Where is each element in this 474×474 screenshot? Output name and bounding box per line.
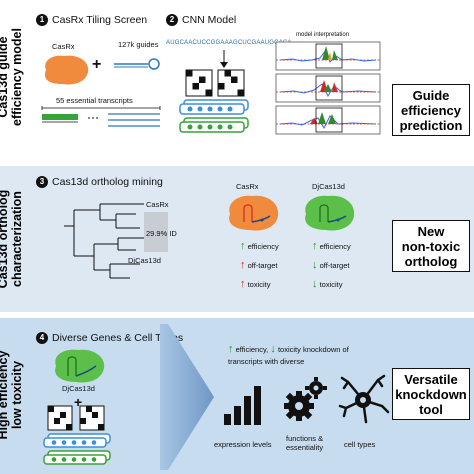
panel2-output-box: New non-toxic ortholog — [392, 220, 470, 272]
dj-offtarget: ↓ off-target — [312, 259, 349, 271]
guides-label: 127k guides — [118, 40, 159, 49]
dj-efficiency: ↑ efficiency — [312, 240, 351, 252]
panel1-output-line3: prediction — [399, 117, 463, 133]
panel1-side-label-line2: efficiency model — [10, 28, 24, 126]
model-interpretation-label: model interpretation — [296, 32, 350, 38]
functions-label-line1: functions & — [286, 434, 324, 443]
casrx-label-panel1: CasRx — [52, 42, 75, 51]
djcas13d-ortholog-icon — [305, 195, 355, 231]
model-interpretation-plots — [275, 41, 381, 135]
arrow-up-icon: ↑ — [312, 240, 318, 252]
casrx-toxicity: ↑ toxicity — [240, 278, 271, 290]
panel2-output-line3: ortholog — [404, 253, 458, 269]
step1-label: CasRx Tiling Screen — [52, 14, 148, 26]
knockdown-text-line1: ↑ efficiency, ↓ toxicity knockdown of — [228, 343, 349, 355]
tree-casrx-label: CasRx — [146, 200, 169, 209]
djcas13d-label-panel3: DjCas13d — [62, 384, 95, 393]
step4-label: Diverse Genes & Cell Types — [52, 332, 184, 344]
panel3-output-line3: tool — [419, 401, 443, 417]
dj-efficiency-label: efficiency — [319, 242, 351, 251]
knockdown-toxicity: toxicity knockdown of — [277, 345, 349, 354]
step1-title: 1 CasRx Tiling Screen — [36, 14, 148, 27]
arrow-down-icon: ↓ — [270, 343, 276, 355]
djcas13d-protein-icon — [55, 349, 105, 383]
arrow-down-icon: ↓ — [312, 259, 318, 271]
sequence-text: AUGCAACUCCGGAAAGCUCGAAUGCACA — [166, 40, 292, 46]
arrow-up-icon: ↑ — [240, 240, 246, 252]
functions-label-line2: essentiality — [286, 443, 324, 452]
gears-icon — [284, 377, 327, 421]
panel3-output-line2: knockdown — [395, 386, 467, 402]
guide-rna-icon — [114, 58, 160, 70]
casrx-efficiency: ↑ efficiency — [240, 240, 279, 252]
casrx-ortholog-icon — [229, 195, 279, 231]
panel3-output-box: Versatile knockdown tool — [392, 368, 470, 420]
panel2-side-label: Cas13d ortholog characterization — [0, 184, 26, 294]
plus-panel1: + — [92, 56, 102, 73]
cnn-model-icon — [179, 50, 249, 133]
knockdown-efficiency: efficiency, — [235, 345, 269, 354]
functions-label: functions & essentiality — [286, 434, 323, 452]
step1-number: 1 — [36, 14, 48, 27]
panel1-output-line1: Guide — [412, 87, 450, 103]
cell-types-label: cell types — [344, 440, 376, 449]
panel1-output-box: Guide efficiency prediction — [392, 84, 470, 136]
step3-number: 3 — [36, 176, 48, 189]
arrow-down-icon: ↓ — [312, 278, 318, 290]
panel3-side-label-line2: low toxicity — [10, 360, 24, 430]
arrow-up-icon: ↑ — [228, 343, 234, 355]
cnn-model-icon-panel3 — [43, 405, 111, 465]
plus-panel3: + — [74, 394, 83, 410]
bar-chart-icon — [224, 386, 261, 425]
casrx-offtarget-label: off-target — [247, 261, 278, 270]
panel2-side-label-line1: Cas13d ortholog — [0, 189, 10, 289]
casrx-protein-icon — [44, 55, 89, 85]
panel2-output-line2: non-toxic — [401, 238, 461, 254]
arrow-up-icon: ↑ — [240, 278, 246, 290]
panel2-output-line1: New — [417, 223, 445, 239]
casrx-efficiency-label: efficiency — [247, 242, 279, 251]
dj-toxicity-label: toxicity — [319, 280, 343, 289]
knockdown-text-line2: transcripts with diverse — [228, 357, 305, 366]
step4-number: 4 — [36, 332, 48, 345]
step3-title: 3 Cas13d ortholog mining — [36, 176, 163, 189]
step2-number: 2 — [166, 14, 178, 27]
panel3-output-line1: Versatile — [404, 371, 458, 387]
panel1-side-label-line1: Cas13d guide — [0, 36, 10, 118]
panel3-side-label: High efficiency low toxicity — [0, 340, 26, 450]
phylogenetic-tree — [64, 203, 168, 279]
casrx-toxicity-label: toxicity — [247, 280, 271, 289]
neuron-icon — [338, 374, 390, 424]
panel3-side-label-line1: High efficiency — [0, 350, 10, 440]
step2-title: 2 CNN Model — [166, 14, 237, 27]
col-djcas13d-label: DjCas13d — [312, 182, 345, 191]
transcripts-label: 55 essential transcripts — [56, 96, 133, 105]
tree-pct-id: 29.9% ID — [146, 229, 177, 238]
col-casrx-label: CasRx — [236, 182, 259, 191]
step3-label: Cas13d ortholog mining — [52, 176, 163, 188]
dj-offtarget-label: off-target — [319, 261, 350, 270]
dj-toxicity: ↓ toxicity — [312, 278, 343, 290]
chevron-arrow-icon — [160, 324, 214, 470]
casrx-offtarget: ↑ off-target — [240, 259, 277, 271]
tree-djcas13d-label: DjCas13d — [128, 256, 161, 265]
step2-label: CNN Model — [182, 14, 237, 26]
panel2-side-label-line2: characterization — [10, 191, 24, 287]
panel1-output-line2: efficiency — [401, 102, 461, 118]
step4-title: 4 Diverse Genes & Cell Types — [36, 332, 184, 345]
transcripts-icon — [41, 106, 161, 127]
panel1-side-label: Cas13d guide efficiency model — [0, 22, 26, 132]
arrow-up-icon: ↑ — [240, 259, 246, 271]
expression-levels-label: expression levels — [214, 440, 272, 449]
